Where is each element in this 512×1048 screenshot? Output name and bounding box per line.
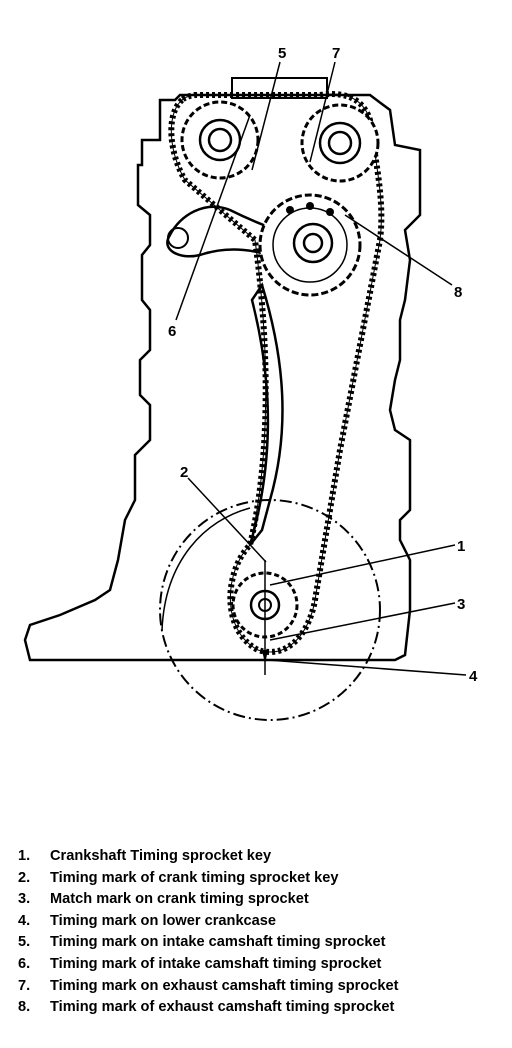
crank-sprocket: [231, 560, 299, 675]
legend-number: 8.: [18, 999, 31, 1016]
callout-1: 1: [457, 538, 465, 555]
legend-text: Crankshaft Timing sprocket key: [50, 848, 272, 864]
legend-text: Timing mark of crank timing sprocket key: [50, 869, 339, 886]
callout-5: 5: [278, 45, 286, 62]
tensioner-bolt: [167, 227, 189, 249]
callout-4: 4: [469, 668, 478, 685]
leader-lines: [175, 61, 467, 676]
engine-block-outline: [23, 93, 422, 662]
callout-8: 8: [454, 284, 462, 301]
legend-number: 2.: [18, 869, 31, 886]
legend-item: 6. Timing mark of intake camshaft timing …: [18, 954, 508, 976]
legend-text: Timing mark on exhaust camshaft timing s…: [50, 977, 399, 994]
legend-item: 7. Timing mark on exhaust camshaft timing…: [18, 976, 508, 998]
legend-number: 3.: [18, 891, 31, 908]
legend-text: Match mark on crank timing sprocket: [50, 891, 309, 908]
legend-number: 1.: [18, 848, 31, 864]
legend-item: 3. Match mark on crank timing sprocket: [18, 889, 508, 911]
timing-chain-diagram: 5 7 8 6 2 1 3 4: [23, 45, 478, 721]
callout-2: 2: [180, 464, 188, 481]
legend-item: 8. Timing mark of exhaust camshaft timing…: [18, 997, 508, 1019]
idler-sprocket: [258, 193, 362, 297]
legend-number: 5.: [18, 934, 31, 951]
intake-cam-sprocket: [180, 100, 260, 180]
legend-item: 2. Timing mark of crank timing sprocket k…: [18, 868, 508, 890]
legend-text: Timing mark of intake camshaft timing sp…: [50, 955, 382, 972]
legend-number: 7.: [18, 977, 31, 994]
legend-text: Timing mark on lower crankcase: [50, 912, 277, 929]
legend-text: Timing mark of exhaust camshaft timing s…: [50, 999, 395, 1016]
crank-pulley-outline: [159, 499, 381, 721]
legend-number: 6.: [18, 955, 31, 972]
legend-item: 5. Timing mark on intake camshaft timing …: [18, 932, 508, 954]
legend-text: Timing mark on intake camshaft timing sp…: [50, 934, 386, 951]
exhaust-cam-sprocket: [300, 103, 380, 183]
callout-6: 6: [168, 323, 176, 340]
legend-number: 4.: [18, 912, 31, 929]
legend-list: 1. Crankshaft Timing sprocket key 2. Timin…: [18, 846, 508, 1019]
callout-7: 7: [332, 45, 340, 62]
callout-3: 3: [457, 596, 465, 613]
legend-item: 4. Timing mark on lower crankcase: [18, 911, 508, 933]
legend-item: 1. Crankshaft Timing sprocket key: [18, 846, 508, 868]
